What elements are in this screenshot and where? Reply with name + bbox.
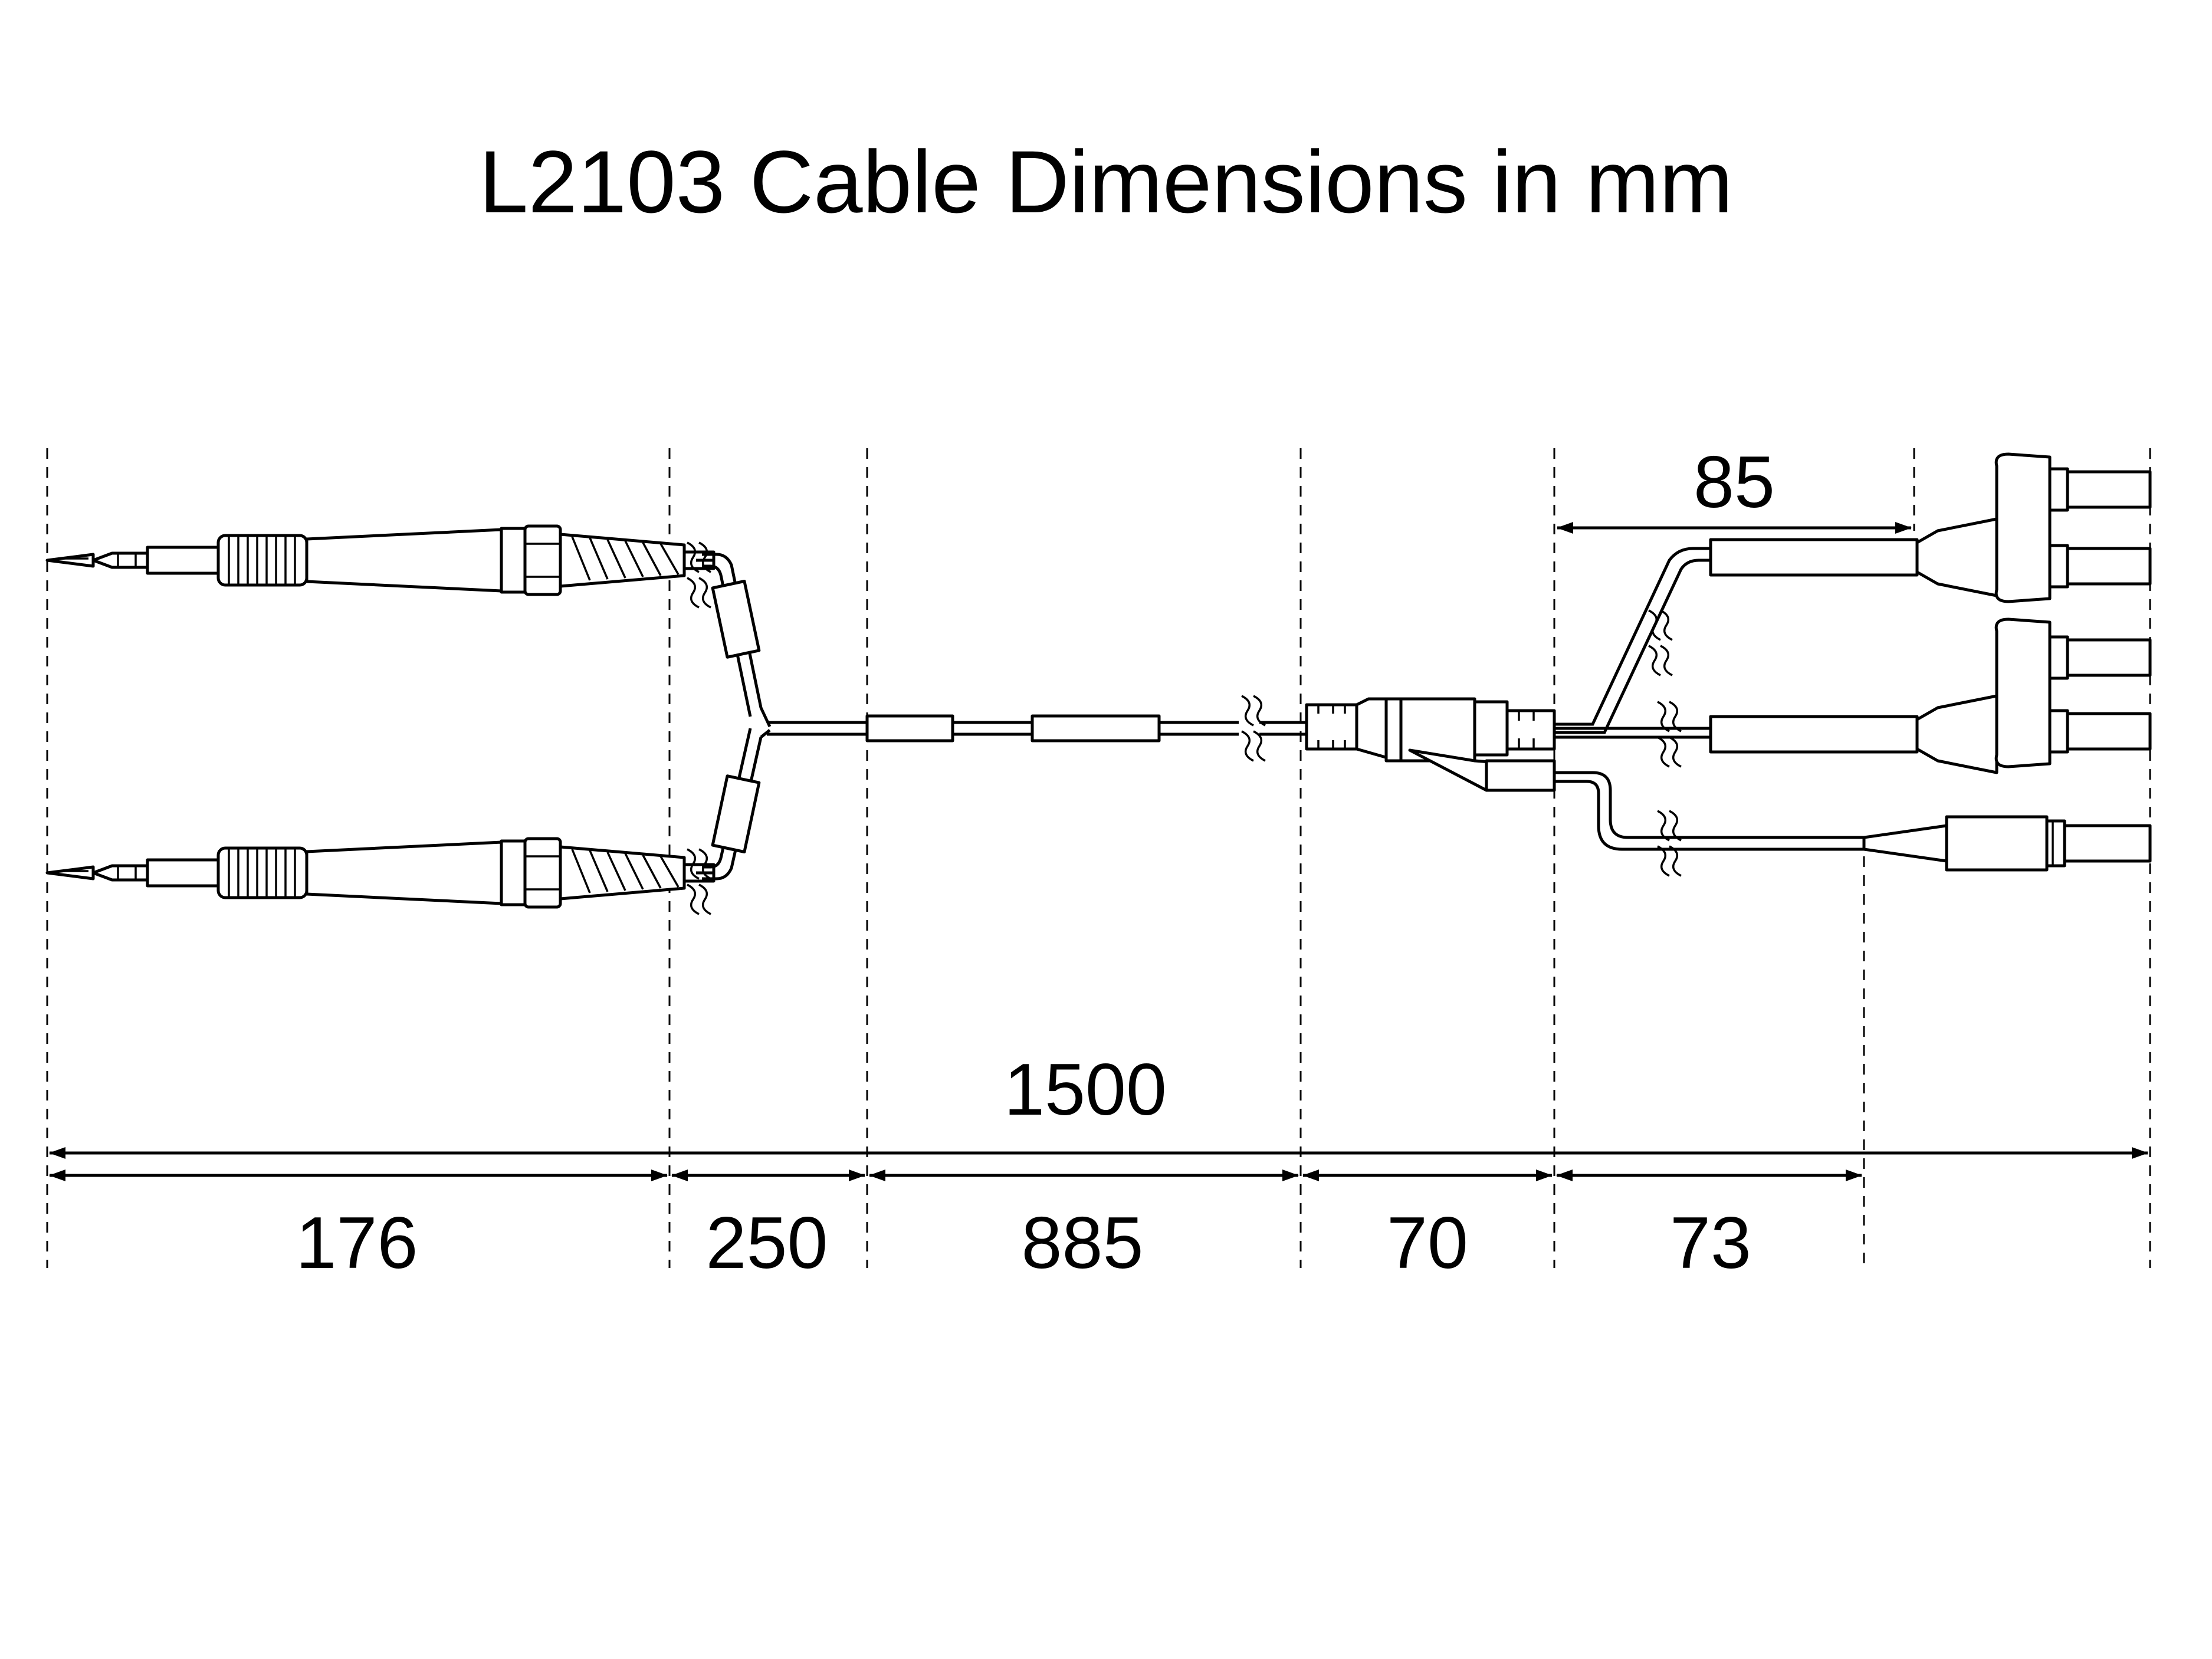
dimension-label-885: 885 — [1022, 1203, 1144, 1284]
dimension-label-1500: 1500 — [1004, 1049, 1167, 1131]
dimension-label-70: 70 — [1387, 1203, 1468, 1284]
plug-upper — [1709, 452, 2152, 603]
plug-middle — [1709, 617, 2152, 774]
output-branches — [1554, 547, 1864, 877]
probe-lower — [47, 839, 714, 907]
probe-upper — [47, 526, 714, 594]
dimension-85: 85 — [1557, 442, 1912, 534]
dimension-label-250: 250 — [706, 1203, 828, 1284]
dimension-label-73: 73 — [1670, 1203, 1751, 1284]
junction-connector — [1259, 697, 1556, 792]
dimension-overall: 1500 — [49, 1049, 2148, 1159]
dimension-segments: 176 250 885 70 73 — [49, 1169, 1862, 1284]
main-cable — [767, 695, 1266, 762]
y-splitter-cables — [686, 541, 772, 915]
plug-lower — [1862, 815, 2152, 872]
dimension-label-176: 176 — [296, 1203, 418, 1284]
dimension-label-85: 85 — [1694, 442, 1775, 523]
diagram-title: L2103 Cable Dimensions in mm — [479, 132, 1733, 231]
